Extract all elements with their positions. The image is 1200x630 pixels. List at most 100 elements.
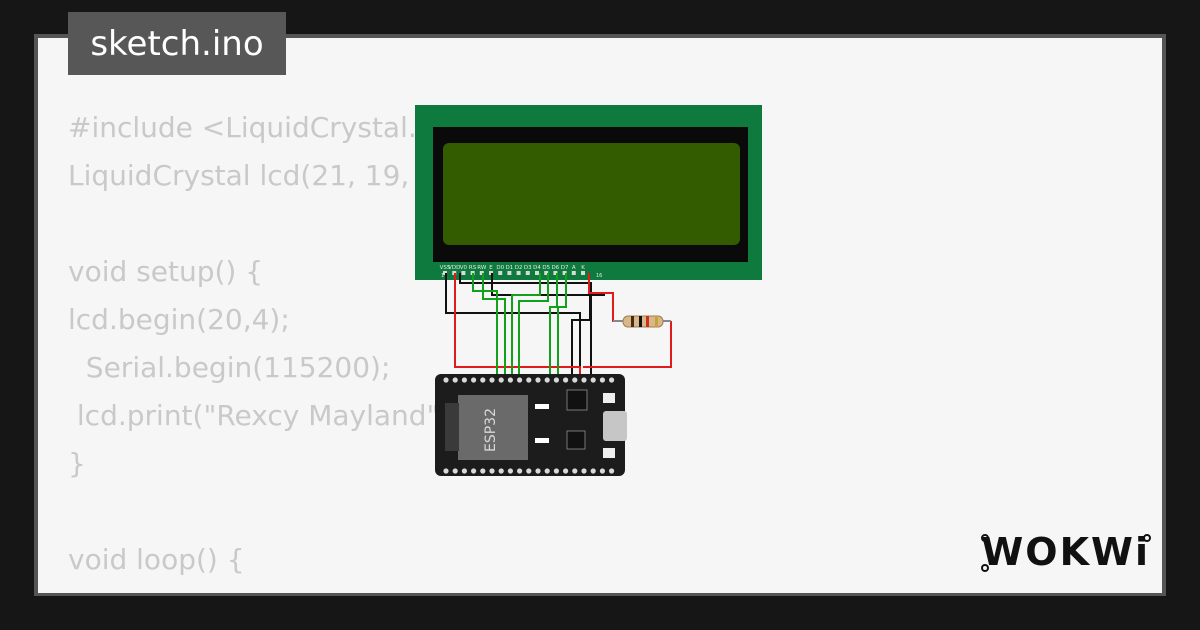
code-line: // put your main code here, to run repea… xyxy=(68,584,728,593)
wire-group xyxy=(445,273,672,375)
data-wire xyxy=(511,273,541,375)
sketch-file-tab[interactable]: sketch.ino xyxy=(68,12,286,75)
wokwi-logo[interactable]: WOKWi xyxy=(981,528,1152,576)
code-line: lcd.begin(20,4); xyxy=(68,303,290,336)
lcd-pin[interactable] xyxy=(479,271,484,275)
wokwi-logo-text: WOKWi xyxy=(981,530,1150,574)
esp32-antenna xyxy=(445,403,459,451)
lcd-pin-label: A xyxy=(572,265,576,271)
power-wire xyxy=(454,273,581,375)
lcd-pin-label: RW xyxy=(477,265,487,271)
lcd-pin[interactable] xyxy=(516,271,521,275)
esp32-pin[interactable] xyxy=(452,377,458,383)
esp32-pin[interactable] xyxy=(507,377,513,383)
esp32-pin[interactable] xyxy=(443,377,449,383)
lcd-pin[interactable] xyxy=(535,271,539,275)
esp32-pin[interactable] xyxy=(599,377,605,383)
esp32-pin[interactable] xyxy=(609,377,615,383)
esp32-pin[interactable] xyxy=(517,468,523,474)
ground-wire xyxy=(571,294,605,375)
usb-port xyxy=(603,411,627,441)
ground-wire xyxy=(459,273,592,295)
lcd-pin[interactable] xyxy=(553,271,558,275)
lcd-screen xyxy=(443,143,740,245)
lcd-pin[interactable] xyxy=(525,271,530,275)
esp32-pin[interactable] xyxy=(443,468,449,474)
esp32-module xyxy=(458,395,528,460)
esp32-pin[interactable] xyxy=(544,377,550,383)
esp32-pin[interactable] xyxy=(471,468,477,474)
esp32-top-pin-header xyxy=(443,377,615,383)
esp32-pin[interactable] xyxy=(526,377,532,383)
esp32-pin[interactable] xyxy=(480,377,486,383)
esp32-pin[interactable] xyxy=(471,377,477,383)
code-line: } xyxy=(68,447,86,480)
resistor[interactable] xyxy=(613,315,671,328)
esp32-pin[interactable] xyxy=(581,377,587,383)
lcd-pin-label: D7 xyxy=(561,265,569,271)
lcd-pin-label: VDD xyxy=(448,265,460,271)
esp32-pin[interactable] xyxy=(507,468,513,474)
esp32-pin[interactable] xyxy=(590,377,596,383)
esp32-pin[interactable] xyxy=(609,468,615,474)
lcd-pin-label: D6 xyxy=(552,265,560,271)
esp32-pin[interactable] xyxy=(553,468,559,474)
esp32-pin[interactable] xyxy=(480,468,486,474)
esp32-pin[interactable] xyxy=(461,468,467,474)
esp32-chip-label: ESP32 xyxy=(483,408,499,452)
power-wire xyxy=(583,321,672,368)
lcd-pin[interactable] xyxy=(544,271,549,275)
esp32-pin[interactable] xyxy=(544,468,550,474)
lcd-pin-label: K xyxy=(581,265,585,271)
esp32-pin[interactable] xyxy=(461,377,467,383)
lcd-pin-number: 1 xyxy=(441,273,444,279)
lcd-pin[interactable] xyxy=(562,271,567,275)
esp32-pin[interactable] xyxy=(526,468,532,474)
esp32-pin[interactable] xyxy=(452,468,458,474)
esp32-pin[interactable] xyxy=(498,468,504,474)
lcd-pin[interactable] xyxy=(571,271,576,275)
esp32-pin[interactable] xyxy=(563,468,569,474)
esp32-pin[interactable] xyxy=(489,468,495,474)
esp32-regulator xyxy=(566,430,586,450)
esp32-pin[interactable] xyxy=(553,377,559,383)
lcd-pin-label: D4 xyxy=(533,265,541,271)
esp32-pin[interactable] xyxy=(599,468,605,474)
esp32-pin[interactable] xyxy=(563,377,569,383)
lcd-pin[interactable] xyxy=(507,271,512,275)
esp32-pin[interactable] xyxy=(498,377,504,383)
lcd-pin-label: D1 xyxy=(506,265,514,271)
lcd-pin-label: D3 xyxy=(524,265,532,271)
lcd-pin-label: E xyxy=(489,265,493,271)
esp32-pin[interactable] xyxy=(590,468,596,474)
data-wire xyxy=(518,273,549,375)
esp32-pin[interactable] xyxy=(572,377,578,383)
data-wire xyxy=(549,273,558,375)
esp32-pin[interactable] xyxy=(572,468,578,474)
lcd-pin-number: 16 xyxy=(596,273,602,279)
lcd-pin-label: D5 xyxy=(542,265,550,271)
esp32-smd-part xyxy=(535,438,549,443)
wokwi-logo-graphic xyxy=(981,534,1152,572)
data-wire xyxy=(482,273,506,375)
esp32-board[interactable]: ESP32 xyxy=(435,374,627,476)
esp32-pin[interactable] xyxy=(517,377,523,383)
esp32-bottom-pin-header xyxy=(443,468,615,474)
code-line: Serial.begin(115200); xyxy=(68,351,391,384)
lcd-pin[interactable] xyxy=(498,271,503,275)
esp32-pin[interactable] xyxy=(489,377,495,383)
sketch-file-name: sketch.ino xyxy=(90,23,264,64)
boot-button xyxy=(603,393,615,403)
esp32-pin[interactable] xyxy=(581,468,587,474)
lcd-pin[interactable] xyxy=(461,271,466,275)
code-line: lcd.print("Rexcy Mayland"); xyxy=(68,399,460,432)
esp32-pin[interactable] xyxy=(535,377,541,383)
ground-wire xyxy=(491,273,592,375)
esp32-pin[interactable] xyxy=(535,468,541,474)
esp32-usb-chip xyxy=(566,389,588,411)
lcd-pin[interactable] xyxy=(581,271,585,275)
lcd-pin-label: D2 xyxy=(515,265,523,271)
